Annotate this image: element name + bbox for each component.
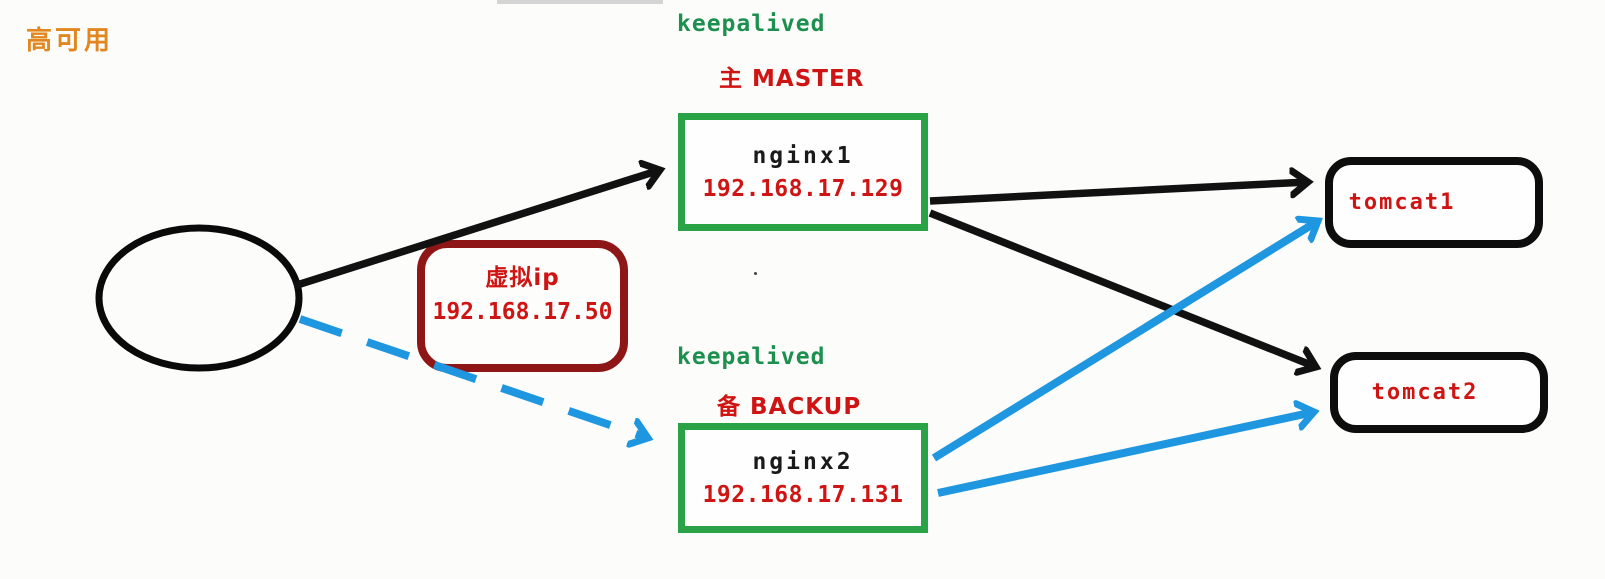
edge-nginx1-tomcat2 (928, 209, 1316, 367)
edge-nginx2-tomcat1 (931, 221, 1318, 462)
tomcat2-name: tomcat2 (1371, 380, 1479, 405)
page-title: 高可用 (26, 26, 114, 56)
edge-nginx1-tomcat1 (929, 182, 1308, 205)
virtual-ip-title: 虚拟ip (485, 265, 560, 291)
client-node (95, 224, 303, 372)
top-gray-bar-artifact (497, 0, 663, 4)
nginx1-keepalived-label: keepalived (677, 11, 826, 37)
nginx2-role-label: 备 BACKUP (717, 394, 862, 420)
edge-nginx2-tomcat2 (937, 412, 1314, 497)
stray-dot-artifact (754, 272, 757, 275)
nginx2-node: nginx2 192.168.17.131 (678, 423, 928, 533)
nginx2-ip: 192.168.17.131 (702, 481, 904, 508)
nginx2-keepalived-label: keepalived (677, 344, 826, 370)
tomcat1-node: tomcat1 (1325, 157, 1543, 248)
nginx1-role-label: 主 MASTER (719, 66, 865, 92)
nginx1-ip: 192.168.17.129 (702, 175, 904, 202)
virtual-ip-node: 虚拟ip 192.168.17.50 (417, 240, 628, 372)
virtual-ip-address: 192.168.17.50 (432, 299, 613, 325)
nginx2-name: nginx2 (752, 448, 854, 475)
tomcat1-name: tomcat1 (1348, 190, 1456, 215)
nginx1-node: nginx1 192.168.17.129 (678, 113, 928, 231)
nginx1-name: nginx1 (752, 142, 854, 169)
tomcat2-node: tomcat2 (1330, 352, 1548, 433)
